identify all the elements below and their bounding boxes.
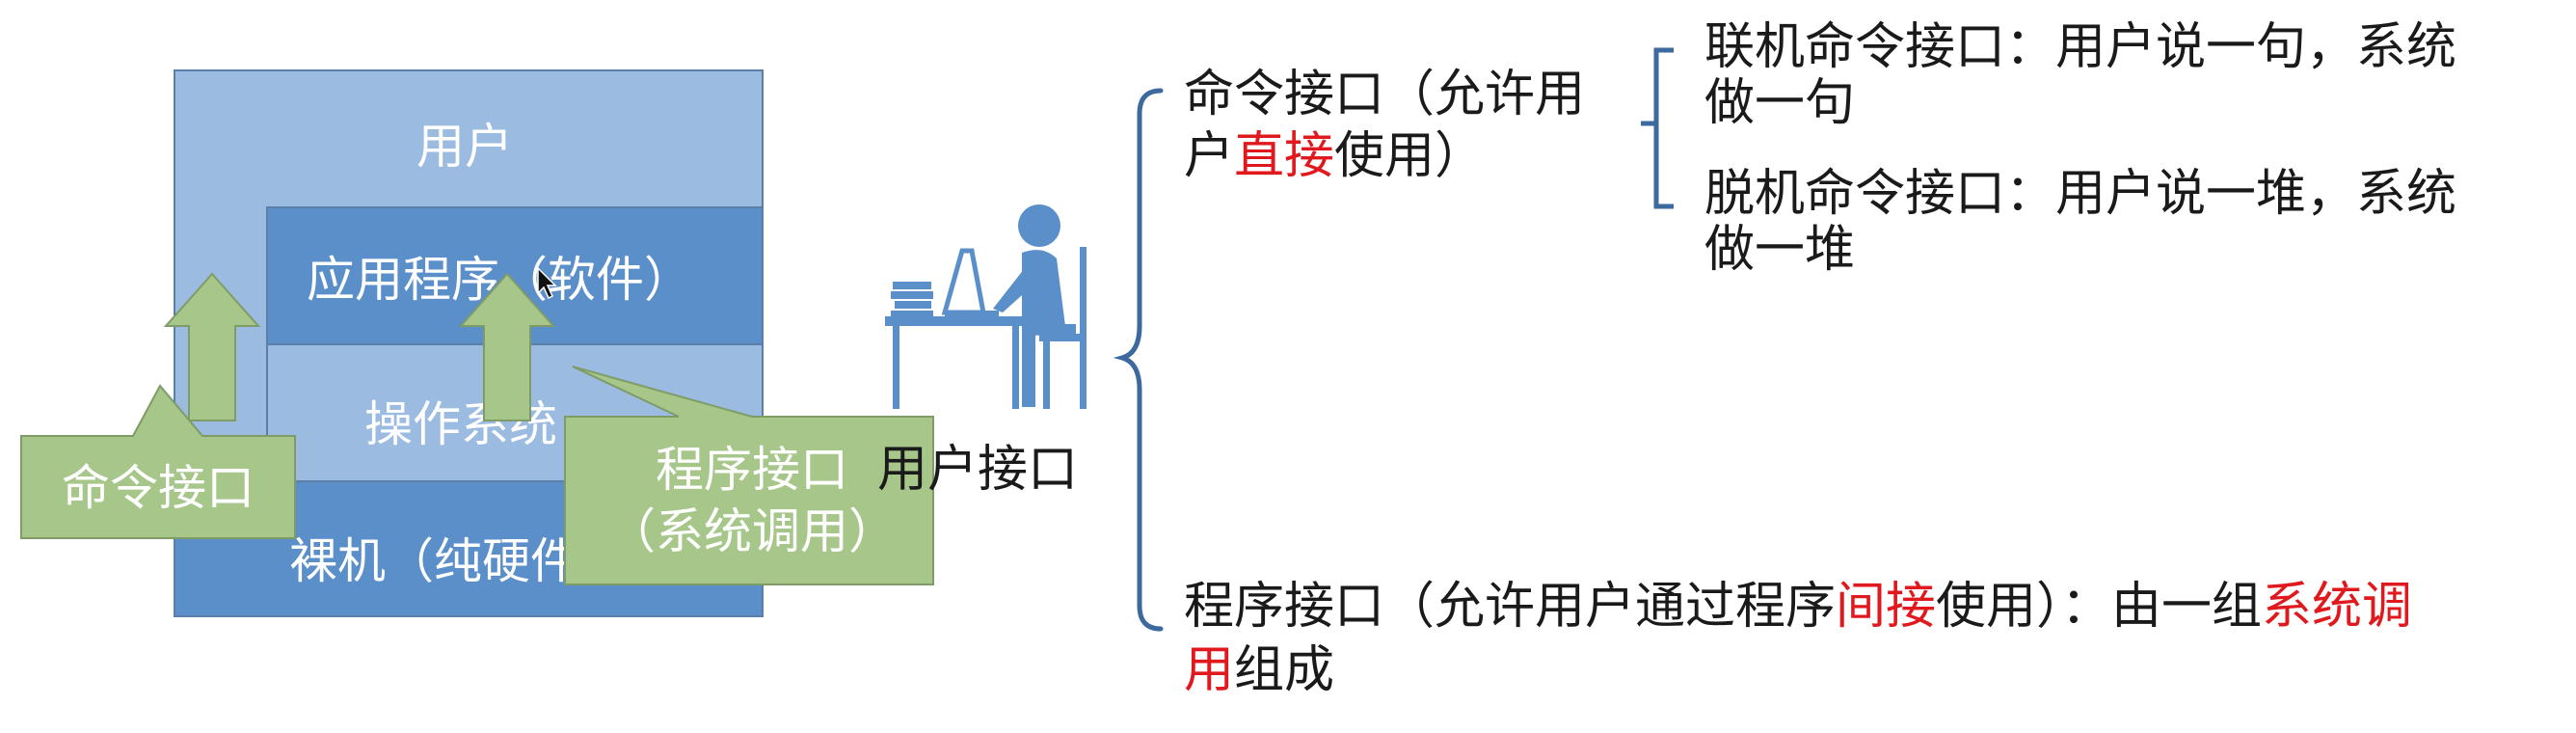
online-command-line2: 做一句 [1704, 74, 1856, 132]
up-arrow-left-icon [163, 272, 261, 421]
offline-command-interface: 脱机命令接口：用户说一堆，系统 做一堆 [1704, 166, 2456, 278]
command-interface-line2-after: 使用） [1334, 127, 1486, 185]
program-interface-indirect: 间接 [1836, 578, 1937, 636]
command-interface-callout-shape [20, 384, 296, 539]
program-interface-syscall-part1: 系统调 [2262, 578, 2413, 636]
main-curly-brace [1113, 88, 1164, 632]
command-interface-direct: 直接 [1234, 127, 1335, 185]
up-arrow-right-icon [458, 272, 556, 421]
program-interface-line1: 程序接口（允许用户通过程序间接使用）：由一组系统调 [1184, 575, 2412, 638]
sub-bracket [1641, 47, 1674, 209]
user-interface-label: 用户接口 [877, 441, 1079, 499]
occluder [875, 436, 933, 503]
program-interface-line1-before: 程序接口（允许用户通过程序 [1184, 578, 1837, 636]
program-interface-syscall-part2: 用 [1184, 641, 1235, 699]
online-command-line1: 联机命令接口：用户说一句，系统 [1704, 18, 2457, 76]
online-command-interface: 联机命令接口：用户说一句，系统 做一句 [1704, 19, 2456, 131]
command-interface-text: 命令接口（允许用 户直接使用） [1184, 64, 1585, 187]
command-interface-line2: 户直接使用） [1184, 125, 1585, 187]
program-interface-callout-shape [564, 366, 934, 585]
offline-command-line2: 做一堆 [1704, 221, 1856, 279]
command-interface-callout: 命令接口 [62, 460, 255, 516]
program-interface-line2: 用组成 [1184, 638, 2412, 702]
program-interface-callout: 程序接口 （系统调用） [569, 439, 935, 562]
program-interface-text: 程序接口（允许用户通过程序间接使用）：由一组系统调 用组成 [1184, 575, 2412, 702]
layer-user-label: 用户 [416, 119, 513, 175]
offline-command-line1: 脱机命令接口：用户说一堆，系统 [1704, 165, 2457, 223]
program-interface-line2-after: 组成 [1234, 641, 1335, 699]
command-interface-line1: 命令接口（允许用 [1184, 66, 1586, 123]
person-at-laptop-icon [885, 204, 1087, 409]
program-interface-callout-line1: 程序接口 [656, 442, 848, 498]
command-interface-line2-before: 户 [1184, 127, 1235, 185]
mouse-cursor-icon [537, 266, 557, 300]
program-interface-callout-line2: （系统调用） [607, 503, 897, 559]
program-interface-line1-mid: 使用）：由一组 [1936, 578, 2263, 636]
